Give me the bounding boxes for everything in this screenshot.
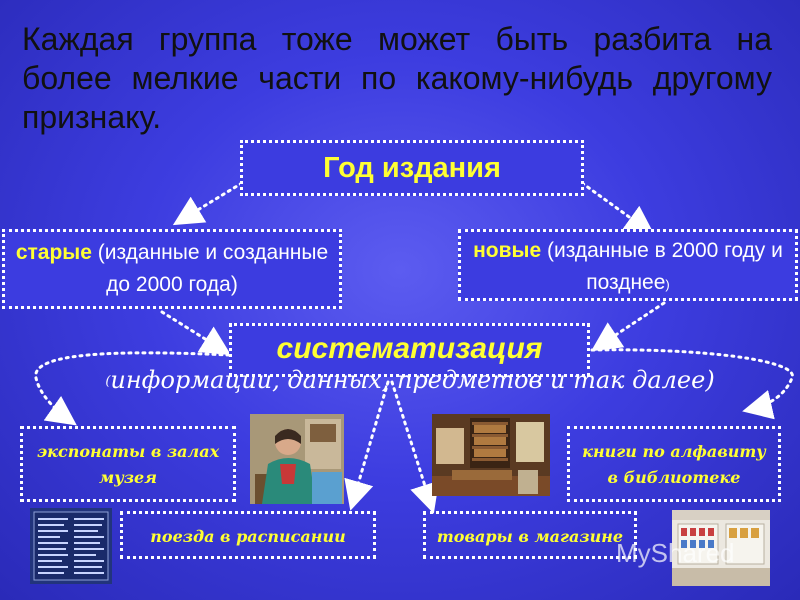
new-branch-box: новые (изданные в 2000 году и позднее) xyxy=(458,229,798,301)
example-books-text: книги по алфавиту в библиотеке xyxy=(582,442,766,487)
slide-heading: Каждая группа тоже может быть разбита на… xyxy=(22,21,772,135)
new-label: новые xyxy=(473,239,542,262)
new-close: ) xyxy=(665,277,670,292)
old-label: старые xyxy=(15,241,92,264)
year-box: Год издания xyxy=(240,140,584,196)
watermark-logo: MyShared xyxy=(616,538,735,569)
old-desc: (изданные и созданные до 2000 года) xyxy=(91,241,329,296)
info-text: информации, данных, предметов и так дале… xyxy=(110,366,715,394)
old-branch-text: старые (изданные и созданные до 2000 год… xyxy=(5,237,339,301)
arrow-sys-to-trains xyxy=(344,380,390,511)
example-goods-text: товары в магазине xyxy=(436,527,624,546)
info-open-paren: ( xyxy=(105,374,111,389)
info-line: (информации, данных, предметов и так дал… xyxy=(90,366,730,394)
example-books-box: книги по алфавиту в библиотеке xyxy=(567,426,781,502)
museum-photo xyxy=(250,414,344,504)
arrow-year-to-new xyxy=(580,181,655,236)
arrow-year-to-old xyxy=(172,181,244,226)
library-photo xyxy=(432,414,550,496)
new-desc: (изданные в 2000 году и позднее xyxy=(541,239,783,294)
arrow-sys-to-museum xyxy=(34,351,231,426)
arrow-sys-to-goods xyxy=(390,380,440,514)
example-goods-box: товары в магазине xyxy=(423,511,637,559)
systematization-box: систематизация xyxy=(229,323,590,377)
shop-photo xyxy=(672,510,770,586)
watermark-text: MyShared xyxy=(616,538,735,568)
old-branch-box: старые (изданные и созданные до 2000 год… xyxy=(2,229,342,309)
arrow-new-to-sys xyxy=(590,301,666,352)
example-trains-text: поезда в расписании xyxy=(150,527,346,546)
example-trains-box: поезда в расписании xyxy=(120,511,376,559)
new-branch-text: новые (изданные в 2000 году и позднее) xyxy=(461,235,795,301)
timetable-photo xyxy=(30,508,112,584)
example-museum-box: экспонаты в залах музея xyxy=(20,426,236,502)
arrow-old-to-sys xyxy=(160,310,232,356)
example-museum-text: экспонаты в залах музея xyxy=(36,442,220,487)
systematization-label: систематизация xyxy=(276,332,543,365)
arrow-sys-to-books xyxy=(590,348,794,420)
year-label: Год издания xyxy=(323,152,501,184)
